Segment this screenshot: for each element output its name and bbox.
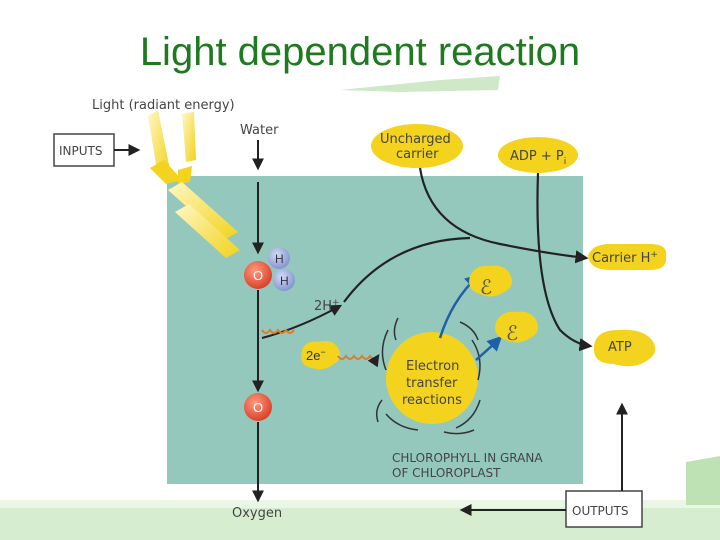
- slide-title: Light dependent reaction: [139, 30, 581, 74]
- two-e-blob: 2e−: [301, 340, 341, 370]
- oxygen-atom-2: O: [253, 400, 263, 415]
- hydrogen-atom-1: H: [275, 252, 284, 266]
- carrier-h-blob: Carrier H+: [588, 244, 667, 270]
- water-molecule: H H O: [244, 247, 295, 291]
- photon-wave-2: [337, 354, 380, 368]
- green-strip-bottom-light: [0, 500, 720, 508]
- water-label: Water: [240, 123, 279, 138]
- electron-transfer-line3: reactions: [402, 393, 462, 408]
- atp-label: ATP: [608, 340, 632, 355]
- green-strip-top: [340, 76, 500, 92]
- chlorophyll-line1: CHLOROPHYLL IN GRANA: [392, 451, 543, 465]
- inputs-label: INPUTS: [59, 144, 102, 158]
- outputs-label: OUTPUTS: [572, 504, 629, 518]
- energy-symbol-2: ℰ: [506, 323, 518, 345]
- green-strip-right: [686, 456, 720, 505]
- two-h-plus-label: 2H+: [314, 298, 340, 314]
- energy-symbol-1: ℰ: [480, 277, 492, 299]
- electron-transfer-line2: transfer: [406, 376, 458, 391]
- hydrogen-to-carrier-arrow: [343, 236, 471, 303]
- two-e-label: 2e−: [306, 347, 326, 363]
- uncharged-carrier-line2: carrier: [396, 147, 439, 162]
- light-label: Light (radiant energy): [92, 98, 235, 113]
- oxygen-atom: O: [244, 393, 272, 421]
- energy-blob-1: ℰ: [469, 265, 512, 299]
- adp-blob: ADP + Pi: [498, 137, 578, 173]
- outputs-box: [565, 490, 643, 528]
- uncharged-carrier-line1: Uncharged: [380, 132, 451, 147]
- oxygen-label: Oxygen: [232, 506, 282, 521]
- oxygen-atom-1: O: [253, 268, 263, 283]
- two-h-plus-arrow: [261, 304, 343, 339]
- electron-transfer-swirl: [375, 317, 481, 435]
- energy-arrow-2: [475, 335, 503, 361]
- electron-transfer-line1: Electron: [406, 359, 459, 374]
- uncharged-carrier-blob: Uncharged carrier: [371, 124, 463, 168]
- photon-wave-1: [261, 328, 295, 334]
- energy-blob-2: ℰ: [495, 311, 538, 345]
- uncharged-to-carrier-arrow: [418, 167, 589, 264]
- adp-to-atp-arrow: [536, 172, 593, 352]
- chlorophyll-line2: OF CHLOROPLAST: [392, 466, 501, 480]
- light-beam-icon: [148, 110, 240, 258]
- atp-blob: ATP: [593, 329, 656, 367]
- carrier-h-label: Carrier H+: [592, 250, 658, 266]
- adp-label: ADP + Pi: [510, 149, 566, 167]
- hydrogen-atom-2: H: [280, 274, 289, 288]
